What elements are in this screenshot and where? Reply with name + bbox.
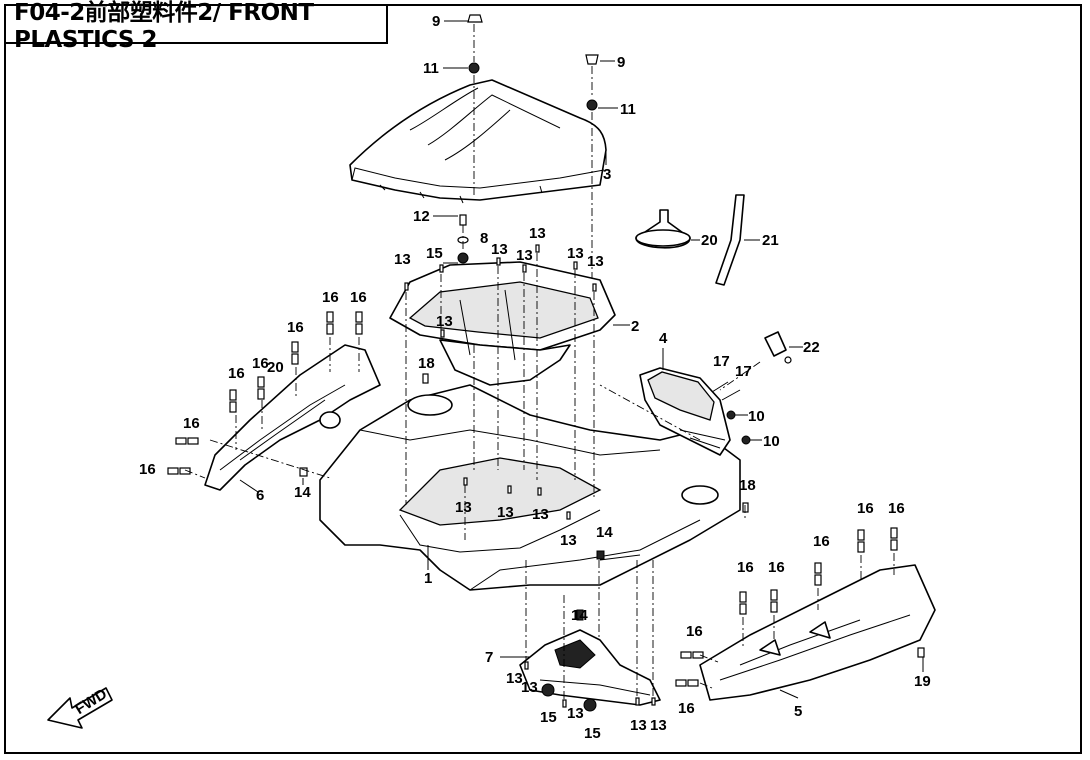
callout-16: 16 <box>813 533 830 550</box>
callout-8: 8 <box>480 230 488 247</box>
part-20-funnel <box>635 209 691 249</box>
callout-9: 9 <box>617 54 625 71</box>
callout-13: 13 <box>587 253 604 270</box>
callout-14: 14 <box>571 607 588 624</box>
callout-14: 14 <box>294 484 311 501</box>
callout-13: 13 <box>630 717 647 734</box>
callout-22: 22 <box>803 339 820 356</box>
diagram-frame <box>4 4 1082 754</box>
callout-19: 19 <box>914 673 931 690</box>
callout-20: 20 <box>267 359 284 376</box>
callout-17: 17 <box>735 363 752 380</box>
callout-13: 13 <box>532 506 549 523</box>
callout-16: 16 <box>183 415 200 432</box>
diagram-title: F04-2前部塑料件2/ FRONT PLASTICS 2 <box>4 0 388 53</box>
callout-16: 16 <box>857 500 874 517</box>
callout-16: 16 <box>228 365 245 382</box>
part-21-hose <box>715 194 745 286</box>
callout-16: 16 <box>350 289 367 306</box>
callout-21: 21 <box>762 232 779 249</box>
callout-6: 6 <box>256 487 264 504</box>
part-5-right-fender <box>699 564 936 701</box>
callout-13: 13 <box>491 241 508 258</box>
callout-13: 13 <box>560 532 577 549</box>
callout-13: 13 <box>506 670 523 687</box>
part-6-left-fender <box>204 344 381 491</box>
callout-1: 1 <box>424 570 432 587</box>
callout-16: 16 <box>252 355 269 372</box>
fasteners <box>167 14 925 712</box>
callout-17: 17 <box>713 353 730 370</box>
callout-20: 20 <box>701 232 718 249</box>
callout-10: 10 <box>763 433 780 450</box>
callout-12: 12 <box>413 208 430 225</box>
callout-16: 16 <box>686 623 703 640</box>
callout-18: 18 <box>418 355 435 372</box>
callout-13: 13 <box>394 251 411 268</box>
callout-16: 16 <box>737 559 754 576</box>
part-4-right-panel <box>639 367 731 456</box>
callout-15: 15 <box>540 709 557 726</box>
callout-5: 5 <box>794 703 802 720</box>
callout-7: 7 <box>485 649 493 666</box>
part-2-storage-bin <box>389 261 616 386</box>
callout-16: 16 <box>768 559 785 576</box>
callout-9: 9 <box>432 13 440 30</box>
callout-11: 11 <box>423 60 439 77</box>
assembly-lines <box>184 24 895 700</box>
part-22-cap <box>764 331 792 364</box>
part-7-lower-bracket <box>519 629 661 706</box>
fwd-arrow: FWD <box>47 685 113 729</box>
callout-13: 13 <box>529 225 546 242</box>
callout-16: 16 <box>888 500 905 517</box>
callout-16: 16 <box>287 319 304 336</box>
callout-13: 13 <box>497 504 514 521</box>
part-1-main-body <box>319 384 741 591</box>
callout-13: 13 <box>567 245 584 262</box>
callout-16: 16 <box>678 700 695 717</box>
callout-2: 2 <box>631 318 639 335</box>
part-17-pins <box>711 381 741 401</box>
callout-16: 16 <box>139 461 156 478</box>
callout-numbers: 9 9 11 11 3 12 8 20 21 13 15 13 13 13 13… <box>139 13 931 742</box>
leader-lines <box>239 20 924 699</box>
callout-11: 11 <box>620 101 636 118</box>
callout-10: 10 <box>748 408 765 425</box>
callout-15: 15 <box>584 725 601 742</box>
callout-16: 16 <box>322 289 339 306</box>
callout-13: 13 <box>567 705 584 722</box>
callout-4: 4 <box>659 330 668 347</box>
callout-13: 13 <box>516 247 533 264</box>
callout-13: 13 <box>455 499 472 516</box>
callout-13: 13 <box>650 717 667 734</box>
callout-3: 3 <box>603 166 611 183</box>
callout-15: 15 <box>426 245 443 262</box>
part-3-top-cover <box>349 79 607 204</box>
callout-14: 14 <box>596 524 613 541</box>
callout-13: 13 <box>521 679 538 696</box>
callout-18: 18 <box>739 477 756 494</box>
callout-13: 13 <box>436 313 453 330</box>
